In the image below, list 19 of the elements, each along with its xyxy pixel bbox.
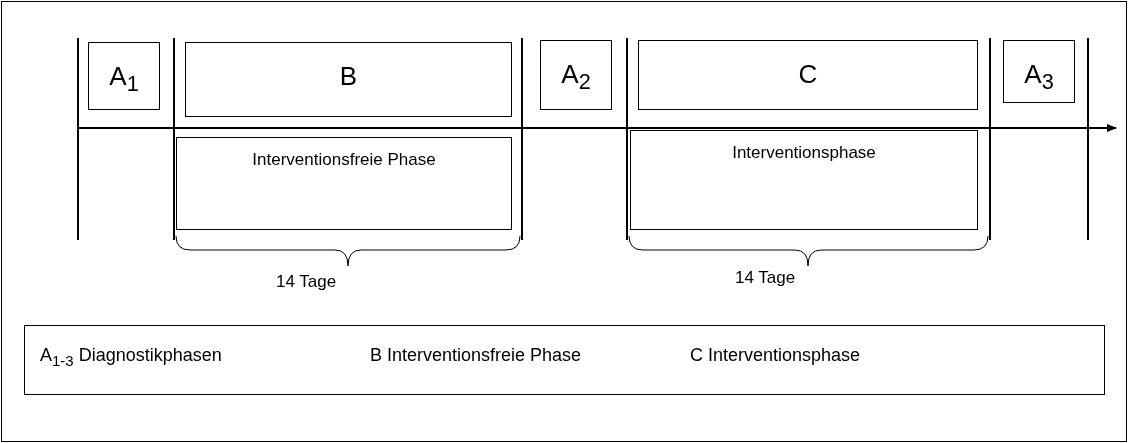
phase-box: [88, 42, 160, 110]
phase-box: [176, 137, 512, 230]
phase-label: Interventionsphase: [732, 143, 876, 164]
phase-label: B: [339, 61, 358, 93]
phase-box: [1003, 40, 1075, 103]
legend-entry: C Interventionsphase: [690, 345, 861, 366]
phase-box: [185, 42, 512, 117]
duration-label: 14 Tage: [276, 272, 337, 292]
phase-label: A$_{1}$: [109, 61, 139, 99]
phase-label: Interventionsfreie Phase: [252, 150, 436, 171]
duration-label: 14 Tage: [735, 268, 796, 288]
phase-label: A$_{2}$: [561, 59, 591, 97]
phase-box: [630, 130, 978, 230]
phase-box: [638, 40, 978, 110]
legend-entry: B Interventionsfreie Phase: [370, 345, 582, 366]
phase-label: C: [798, 59, 818, 91]
legend-entry: A$_{1-3}$ Diagnostikphasen: [40, 345, 222, 369]
phase-label: A$_{3}$: [1024, 59, 1054, 97]
phase-box: [540, 40, 612, 110]
